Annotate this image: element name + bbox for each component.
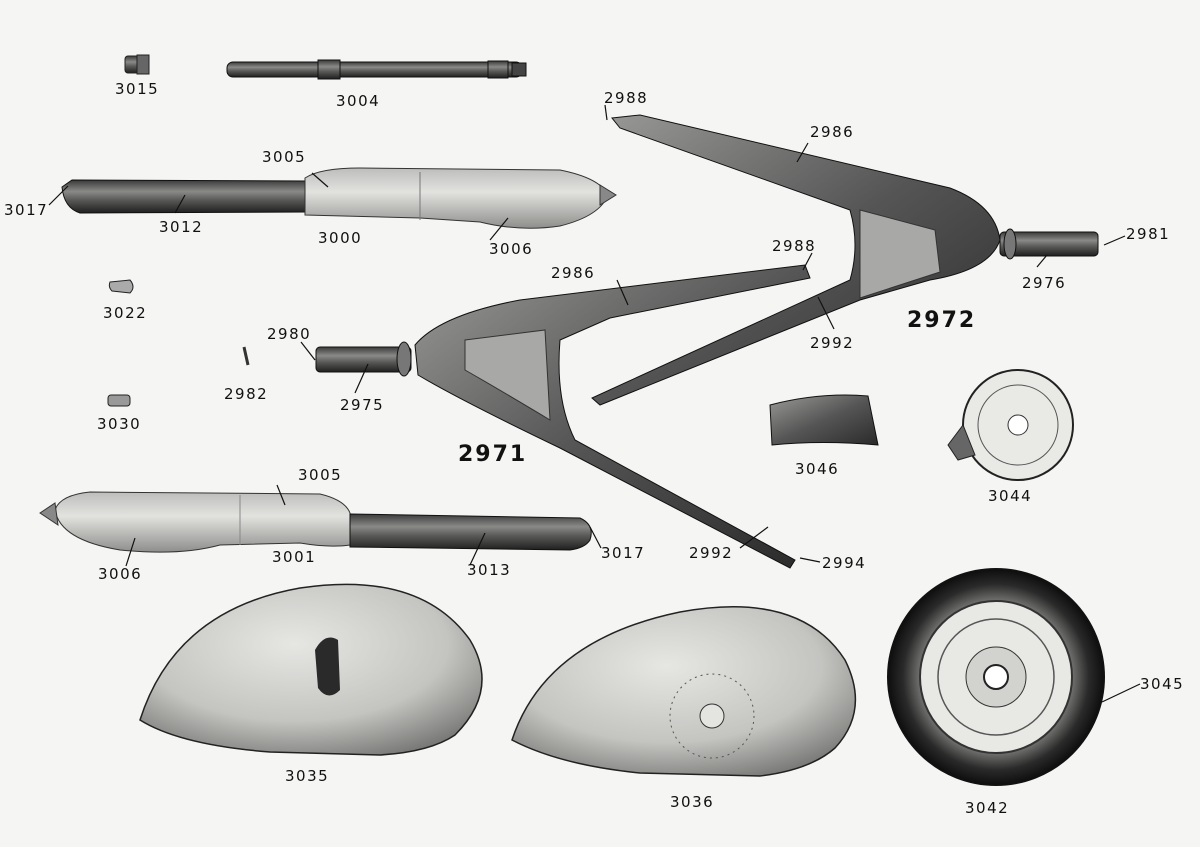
label-3044: 3044 <box>988 487 1033 505</box>
label-2986b: 2986 <box>551 264 596 282</box>
label-3036: 3036 <box>670 793 715 811</box>
label-2980: 2980 <box>267 325 312 343</box>
label-3006b: 3006 <box>98 565 143 583</box>
label-2971: 2971 <box>458 442 528 467</box>
label-3015: 3015 <box>115 80 160 98</box>
label-2988a: 2988 <box>604 89 649 107</box>
label-2992a: 2992 <box>810 334 855 352</box>
part-3000-assembly <box>61 167 617 229</box>
label-2992b: 2992 <box>689 544 734 562</box>
label-3035: 3035 <box>285 767 330 785</box>
label-3000: 3000 <box>318 229 363 247</box>
label-3022: 3022 <box>103 304 148 322</box>
label-2986a: 2986 <box>810 123 855 141</box>
label-3017b: 3017 <box>601 544 646 562</box>
leader-lines <box>48 104 1141 703</box>
label-3005b: 3005 <box>298 466 343 484</box>
label-2994: 2994 <box>822 554 867 572</box>
part-2971-strut <box>315 264 811 569</box>
part-3022-clip <box>108 279 134 294</box>
label-3045: 3045 <box>1140 675 1185 693</box>
label-3030: 3030 <box>97 415 142 433</box>
label-3013: 3013 <box>467 561 512 579</box>
label-3005a: 3005 <box>262 148 307 166</box>
label-3017a: 3017 <box>4 201 49 219</box>
part-3004-axle-tube <box>226 59 527 80</box>
label-3046: 3046 <box>795 460 840 478</box>
part-3035-fairing <box>139 583 483 756</box>
label-2972: 2972 <box>907 308 977 333</box>
label-3012: 3012 <box>159 218 204 236</box>
label-3001: 3001 <box>272 548 317 566</box>
label-2975: 2975 <box>340 396 385 414</box>
label-3004: 3004 <box>336 92 381 110</box>
part-2982-pin <box>242 346 250 366</box>
label-3042: 3042 <box>965 799 1010 817</box>
label-2982: 2982 <box>224 385 269 403</box>
part-3030-clamp <box>107 394 131 407</box>
part-3015-bushing <box>124 54 150 75</box>
part-3036-fairing <box>511 606 857 777</box>
part-3042-wheel <box>887 568 1105 786</box>
part-3001-assembly <box>39 491 592 553</box>
part-3046-segment <box>769 394 879 446</box>
part-3044-brake-plate <box>947 369 1074 481</box>
part-2972-strut <box>591 114 1099 406</box>
label-3006a: 3006 <box>489 240 534 258</box>
label-2988b: 2988 <box>772 237 817 255</box>
label-2976: 2976 <box>1022 274 1067 292</box>
label-2981: 2981 <box>1126 225 1171 243</box>
